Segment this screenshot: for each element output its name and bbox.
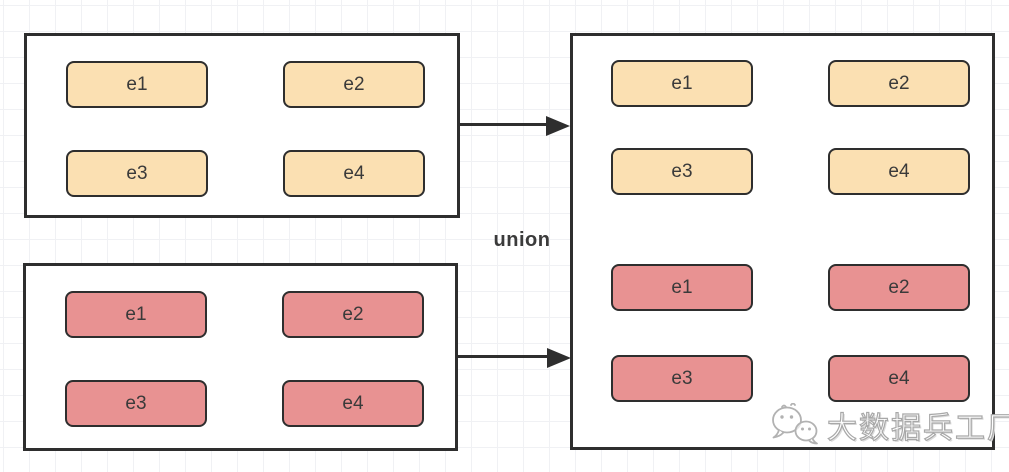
- result-a-element-e4: e4: [828, 148, 970, 195]
- result-b-element-e1: e1: [611, 264, 753, 311]
- watermark: 大数据兵工厂: [768, 401, 1009, 449]
- stream-b-element-e4: e4: [282, 380, 424, 427]
- stream-a-element-e2: e2: [283, 61, 425, 108]
- watermark-text: 大数据兵工厂: [826, 411, 1009, 445]
- stream-b-element-e2: e2: [282, 291, 424, 338]
- result-b-element-e4: e4: [828, 355, 970, 402]
- stream-b-element-e3: e3: [65, 380, 207, 427]
- stream-b-box: e1 e2 e3 e4: [23, 263, 458, 451]
- stream-a-element-e3: e3: [66, 150, 208, 197]
- stream-a-element-e1: e1: [66, 61, 208, 108]
- arrow-stream-a-to-union-head: [546, 116, 570, 136]
- stream-b-element-e1: e1: [65, 291, 207, 338]
- stream-a-box: e1 e2 e3 e4: [24, 33, 460, 218]
- result-a-element-e2: e2: [828, 60, 970, 107]
- result-a-element-e3: e3: [611, 148, 753, 195]
- stream-a-element-e4: e4: [283, 150, 425, 197]
- union-result-box: e1 e2 e3 e4 e1 e2 e3 e4: [570, 33, 995, 450]
- arrow-stream-b-to-union-line: [458, 355, 549, 358]
- wechat-icon: [772, 403, 818, 445]
- result-a-element-e1: e1: [611, 60, 753, 107]
- arrow-stream-b-to-union-head: [547, 348, 571, 368]
- result-b-element-e3: e3: [611, 355, 753, 402]
- union-operation-label: union: [493, 229, 551, 251]
- arrow-stream-a-to-union-line: [460, 123, 550, 126]
- result-b-element-e2: e2: [828, 264, 970, 311]
